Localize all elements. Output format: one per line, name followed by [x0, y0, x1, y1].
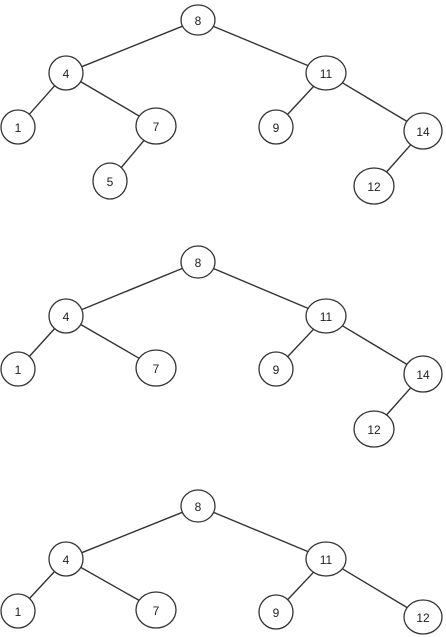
- node-label: 4: [63, 310, 70, 324]
- edge-4-to-1: [30, 572, 55, 599]
- tree-node-9: 9: [259, 595, 293, 629]
- node-label: 11: [320, 310, 333, 324]
- tree-node-7: 7: [136, 592, 176, 628]
- node-label: 9: [273, 121, 280, 135]
- tree-node-14: 14: [404, 356, 442, 392]
- tree-node-7: 7: [136, 350, 176, 386]
- tree-node-1: 1: [1, 594, 35, 628]
- edge-4-to-1: [29, 86, 54, 115]
- edge-4-to-7: [81, 567, 139, 600]
- node-label: 4: [63, 67, 70, 81]
- edge-4-to-7: [81, 325, 140, 359]
- edge-4-to-7: [81, 82, 140, 117]
- node-label: 1: [15, 121, 22, 135]
- node-label: 12: [416, 611, 430, 625]
- tree-node-11: 11: [306, 56, 346, 90]
- node-label: 7: [153, 604, 160, 618]
- tree-node-12: 12: [354, 168, 394, 204]
- edges: [30, 512, 408, 607]
- edge-11-to-12: [342, 569, 407, 608]
- tree-node-11: 11: [306, 299, 346, 333]
- tree-node-12: 12: [354, 411, 394, 447]
- node-label: 12: [367, 423, 381, 437]
- node-label: 7: [153, 362, 160, 376]
- edge-8-to-4: [82, 26, 183, 66]
- edge-11-to-9: [288, 329, 314, 356]
- node-label: 8: [195, 14, 202, 28]
- tree-node-1: 1: [1, 110, 35, 144]
- edge-11-to-9: [288, 86, 314, 114]
- edges: [29, 26, 410, 172]
- node-label: 11: [320, 553, 333, 567]
- tree-node-5: 5: [93, 163, 127, 199]
- tree-node-8: 8: [181, 490, 215, 522]
- edge-11-to-14: [342, 83, 407, 122]
- edge-7-to-5: [121, 140, 144, 167]
- edge-14-to-12: [387, 388, 411, 415]
- node-label: 8: [195, 256, 202, 270]
- edge-8-to-11: [213, 26, 308, 65]
- node-label: 14: [416, 368, 430, 382]
- node-label: 7: [153, 120, 160, 134]
- tree-node-4: 4: [49, 542, 83, 576]
- edge-8-to-4: [82, 268, 183, 309]
- edge-14-to-12: [387, 145, 411, 172]
- tree-node-12: 12: [404, 600, 442, 634]
- edges: [29, 268, 410, 415]
- node-label: 4: [63, 553, 70, 567]
- tree-node-8: 8: [181, 246, 215, 278]
- node-label: 11: [320, 67, 333, 81]
- node-label: 1: [15, 363, 22, 377]
- edge-8-to-11: [214, 269, 309, 309]
- tree-node-14: 14: [404, 113, 442, 149]
- edge-8-to-4: [82, 512, 183, 552]
- edge-8-to-11: [214, 512, 308, 551]
- node-label: 12: [367, 180, 381, 194]
- tree-node-9: 9: [259, 352, 293, 386]
- node-label: 9: [273, 606, 280, 620]
- edge-11-to-9: [288, 572, 314, 599]
- edge-11-to-14: [342, 326, 407, 365]
- tree-node-8: 8: [181, 5, 215, 35]
- node-label: 1: [15, 605, 22, 619]
- node-label: 14: [416, 125, 430, 139]
- node-label: 8: [195, 500, 202, 514]
- edge-4-to-1: [29, 329, 54, 357]
- tree-node-4: 4: [49, 299, 83, 333]
- tree-node-7: 7: [136, 108, 176, 144]
- node-label: 9: [273, 363, 280, 377]
- tree-node-4: 4: [49, 56, 83, 90]
- tree-node-1: 1: [1, 352, 35, 386]
- node-label: 5: [107, 175, 114, 189]
- tree-node-9: 9: [259, 110, 293, 144]
- tree-node-11: 11: [306, 542, 346, 576]
